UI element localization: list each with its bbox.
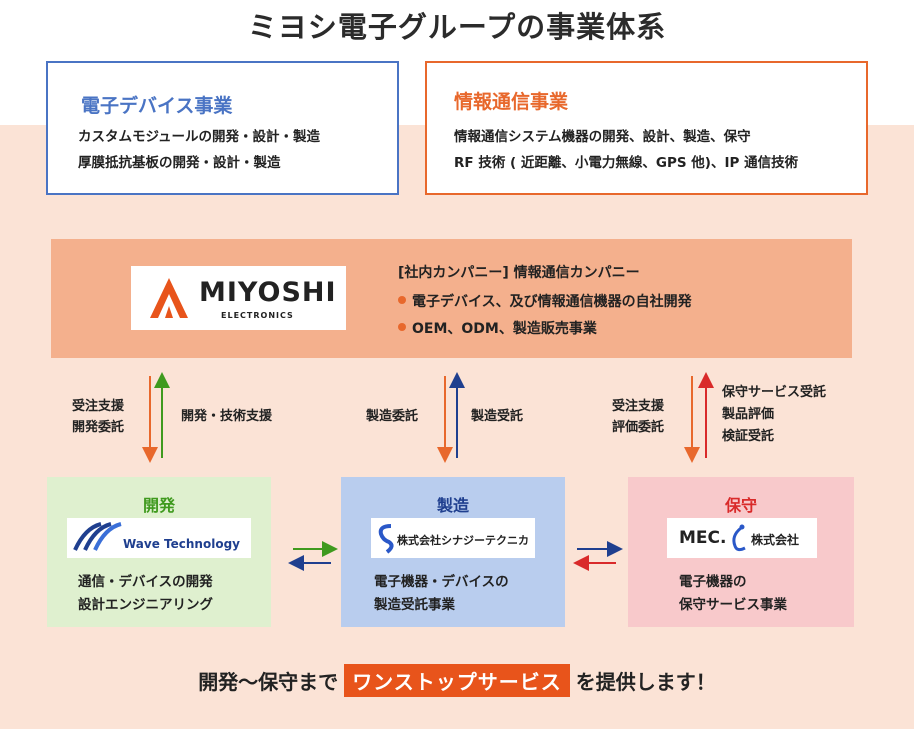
manufacturing-line-1: 電子機器・デバイスの (374, 574, 509, 590)
miyoshi-logo-sub: ELECTRONICS (221, 311, 294, 320)
bullet-dot-icon (398, 296, 406, 304)
maintenance-line-2: 保守サービス事業 (679, 597, 787, 613)
right-down-label-1: 受注支援 (612, 399, 665, 414)
devices-line-2: 厚膜抵抗基板の開発・設計・製造 (78, 155, 281, 171)
maintenance-line-1: 電子機器の (679, 574, 747, 590)
company-bullet-2: OEM、ODM、製造販売事業 (398, 318, 597, 338)
mec-logo-name: MEC. (679, 528, 727, 548)
synergy-technica-logo: 株式会社シナジーテクニカ (371, 518, 535, 558)
right-down-label-2: 評価委託 (612, 420, 665, 435)
synergy-technica-name: 株式会社シナジーテクニカ (397, 534, 529, 547)
manufacturing-line-2: 製造受託事業 (374, 597, 455, 613)
manufacturing-unit: 製造 株式会社シナジーテクニカ 電子機器・デバイスの 製造受託事業 (341, 477, 565, 627)
info-title: 情報通信事業 (454, 91, 569, 113)
wave-technology-logo: Wave Technology (67, 518, 251, 558)
slogan-suffix: を提供します！ (575, 670, 716, 694)
center-down-label: 製造委託 (366, 409, 419, 424)
development-unit: 開発 Wave Technology 通信・デバイスの開発 設計エンジニアリング (47, 477, 271, 627)
manufacturing-title: 製造 (436, 496, 469, 515)
right-up-label-1: 保守サービス受託 (722, 385, 827, 400)
left-down-label-2: 開発委託 (72, 420, 125, 435)
maintenance-unit: 保守 MEC. 株式会社 電子機器の 保守サービス事業 (628, 477, 854, 627)
development-title: 開発 (142, 496, 175, 515)
left-up-label: 開発・技術支援 (181, 409, 273, 424)
mec-logo-company: 株式会社 (751, 533, 800, 547)
wave-swoosh-icon (73, 522, 122, 551)
synergy-s-icon (378, 524, 394, 554)
info-line-1: 情報通信システム機器の開発、設計、製造、保守 (454, 129, 751, 145)
info-line-2: RF 技術 ( 近距離、小電力無線、GPS 他)、IP 通信技術 (454, 155, 799, 171)
company-heading: [社内カンパニー] 情報通信カンパニー (398, 265, 640, 281)
company-bullet-1: 電子デバイス、及び情報通信機器の自社開発 (398, 291, 692, 311)
mec-swirl-icon (732, 524, 746, 552)
center-up-label: 製造受託 (471, 409, 524, 424)
development-line-2: 設計エンジニアリング (78, 597, 213, 613)
slogan-prefix: 開発〜保守まで (198, 670, 339, 694)
bullet-text: OEM、ODM、製造販売事業 (412, 321, 597, 337)
maintenance-title: 保守 (724, 496, 757, 515)
slogan-highlight: ワンストップサービス (344, 664, 570, 697)
wave-technology-name: Wave Technology (123, 537, 240, 551)
miyoshi-mark-icon (150, 278, 188, 318)
info-communication-box: 情報通信事業 情報通信システム機器の開発、設計、製造、保守 RF 技術 ( 近距… (425, 61, 868, 195)
right-up-label-2: 製品評価 (722, 407, 775, 422)
devices-line-1: カスタムモジュールの開発・設計・製造 (78, 129, 321, 145)
mec-logo: MEC. 株式会社 (667, 518, 817, 558)
left-down-label-1: 受注支援 (72, 399, 125, 414)
miyoshi-logo: MIYOSHI ELECTRONICS (131, 266, 346, 330)
miyoshi-logo-name: MIYOSHI (199, 277, 337, 308)
bullet-dot-icon (398, 323, 406, 331)
bullet-text: 電子デバイス、及び情報通信機器の自社開発 (412, 294, 692, 310)
slogan: 開発〜保守までワンストップサービスを提供します！ (0, 664, 914, 697)
page-title: ミヨシ電子グループの事業体系 (247, 10, 667, 44)
development-line-1: 通信・デバイスの開発 (78, 574, 213, 590)
devices-title: 電子デバイス事業 (81, 95, 233, 117)
right-up-label-3: 検証受託 (722, 429, 775, 444)
electronic-devices-box: 電子デバイス事業 カスタムモジュールの開発・設計・製造 厚膜抵抗基板の開発・設計… (46, 61, 399, 195)
